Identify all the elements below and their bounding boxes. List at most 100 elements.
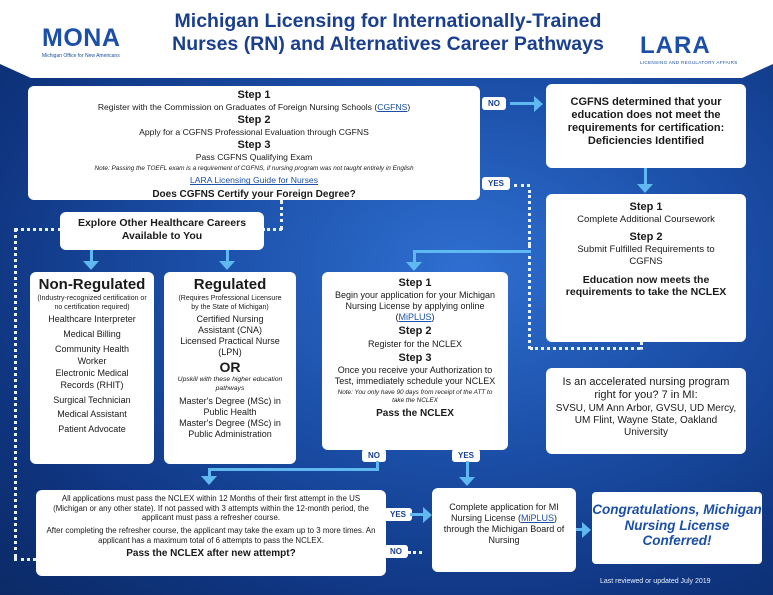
dotted-connector	[14, 228, 62, 231]
nclex-step1-end: )	[431, 312, 435, 323]
list-item: Electronic Medical Records (RHIT)	[55, 367, 129, 390]
lara-logo-subtitle: LICENSING AND REGULATORY AFFAIRS	[640, 60, 738, 65]
arrow-down-icon	[201, 476, 217, 485]
accelerated-schools: SVSU, UM Ann Arbor, GVSU, UD Mercy, UM F…	[555, 403, 737, 439]
congratulations-text: Congratulations, Michigan Nursing Licens…	[592, 502, 762, 549]
nclex-step3-text: Once you receive your Authorization to T…	[334, 365, 496, 387]
cgfns-step1-body: Register with the Commission on Graduate…	[97, 102, 378, 113]
dotted-connector	[530, 347, 640, 350]
non-regulated-subtitle: (Industry-recognized certification or no…	[37, 295, 147, 311]
additional-step2-text: Submit Fulfilled Requirements to CGFNS	[577, 244, 715, 267]
arrow-right-icon	[534, 96, 543, 112]
dotted-connector	[408, 551, 422, 554]
connector-line	[208, 468, 211, 478]
nclex-retake-box: All applications must pass the NCLEX wit…	[36, 490, 386, 576]
regulated-box: Regulated (Requires Professional Licensu…	[164, 272, 296, 464]
yes-label-cgfns: YES	[482, 177, 511, 190]
dotted-connector	[262, 228, 282, 231]
nclex-step1-body: Begin your application for your Michigan…	[334, 290, 496, 323]
miplus-link[interactable]: MiPLUS	[398, 312, 432, 323]
complete-application-box: Complete application for MI Nursing Lice…	[432, 488, 576, 572]
cgfns-link[interactable]: CGFNS	[377, 102, 408, 113]
arrow-down-icon	[406, 262, 422, 271]
dotted-connector	[14, 558, 36, 561]
connector-line	[576, 528, 584, 531]
non-regulated-box: Non-Regulated (Industry-recognized certi…	[30, 272, 154, 464]
additional-result: Education now meets the requirements to …	[565, 273, 727, 299]
no-label-retake: NO	[384, 545, 408, 558]
dotted-connector	[640, 342, 643, 350]
arrow-right-icon	[423, 507, 432, 523]
dotted-connector	[14, 228, 17, 558]
retake-question: Pass the NCLEX after new attempt?	[126, 548, 296, 560]
nclex-step2-label: Step 2	[398, 325, 432, 338]
regulated-heading: Regulated	[193, 276, 267, 293]
dotted-connector	[528, 190, 531, 245]
congratulations-box: Congratulations, Michigan Nursing Licens…	[592, 492, 762, 564]
connector-line	[226, 250, 229, 263]
last-updated-note: Last reviewed or updated July 2019	[600, 578, 711, 585]
arrow-down-icon	[219, 261, 235, 270]
cgfns-step2-text: Apply for a CGFNS Professional Evaluatio…	[139, 127, 369, 138]
connector-line	[644, 168, 647, 186]
lara-guide-link[interactable]: LARA Licensing Guide for Nurses	[189, 175, 319, 186]
nclex-question: Pass the NCLEX	[376, 407, 454, 419]
list-item: Medical Assistant	[57, 409, 127, 420]
retake-text-2: After completing the refresher course, t…	[46, 525, 376, 545]
additional-step1-text: Complete Additional Coursework	[577, 214, 715, 226]
mona-logo: MONA Michigan Office for New Americans	[42, 24, 152, 60]
miplus-link-complete[interactable]: MiPLUS	[521, 512, 555, 523]
explore-text: Explore Other Healthcare Careers Availab…	[77, 217, 247, 242]
regulated-upskill: Upskill with these higher education path…	[177, 376, 283, 392]
cgfns-step1-end: )	[407, 102, 411, 113]
dotted-connector	[514, 184, 530, 187]
cgfns-step2-label: Step 2	[237, 113, 271, 126]
regulated-degree-mpa: Master's Degree (MSc) in Public Administ…	[179, 417, 281, 439]
accelerated-program-box: Is an accelerated nursing program right …	[546, 368, 746, 454]
page-title: Michigan Licensing for Internationally-T…	[172, 10, 604, 55]
mona-logo-text: MONA	[42, 24, 121, 52]
list-item: Healthcare Interpreter	[48, 314, 136, 325]
connector-line	[413, 250, 531, 253]
header-banner	[0, 0, 773, 78]
cgfns-step3-text: Pass CGFNS Qualifying Exam	[195, 152, 313, 163]
connector-line	[466, 461, 469, 479]
arrow-down-icon	[637, 184, 653, 193]
nclex-step3-label: Step 3	[398, 351, 432, 364]
lara-logo-text: LARA	[640, 32, 711, 59]
additional-step1-label: Step 1	[629, 201, 663, 213]
connector-line	[510, 102, 535, 105]
additional-step2-label: Step 2	[629, 230, 663, 243]
cgfns-step3-label: Step 3	[237, 138, 271, 151]
deficiency-box: CGFNS determined that your education doe…	[546, 84, 746, 168]
additional-coursework-box: Step 1 Complete Additional Coursework St…	[546, 194, 746, 342]
list-item: Surgical Technician	[53, 394, 131, 405]
connector-line	[208, 468, 378, 471]
nclex-steps-box: Step 1 Begin your application for your M…	[322, 272, 508, 450]
regulated-subtitle: (Requires Professional Licensure by the …	[178, 295, 282, 311]
yes-label-retake: YES	[384, 508, 413, 521]
cgfns-question: Does CGFNS Certify your Foreign Degree?	[152, 188, 356, 200]
no-label-nclex: NO	[362, 449, 386, 462]
dotted-connector	[280, 200, 283, 230]
cgfns-note: Note: Passing the TOEFL exam is a requir…	[94, 164, 414, 172]
connector-line	[413, 250, 416, 264]
cgfns-step1-label: Step 1	[237, 89, 271, 101]
deficiency-text: CGFNS determined that your education doe…	[567, 96, 725, 147]
regulated-degree-mph: Master's Degree (MSc) in Public Health	[179, 395, 281, 417]
connector-line	[376, 461, 379, 471]
arrow-down-icon	[83, 261, 99, 270]
regulated-item-lpn: Licensed Practical Nurse (LPN)	[180, 336, 280, 358]
retake-text-1: All applications must pass the NCLEX wit…	[53, 494, 369, 523]
non-regulated-list: Healthcare Interpreter Medical Billing C…	[30, 314, 154, 436]
nclex-note: Note: You only have 90 days from receipt…	[337, 389, 493, 404]
nclex-step2-text: Register for the NCLEX	[367, 338, 463, 349]
lara-logo: LARA LICENSING AND REGULATORY AFFAIRS	[640, 32, 740, 66]
complete-text-a: Complete application for MI Nursing Lice…	[449, 502, 559, 523]
cgfns-step1-text: Register with the Commission on Graduate…	[28, 102, 480, 112]
dotted-connector	[528, 245, 531, 349]
list-item: Patient Advocate	[58, 424, 126, 435]
nclex-step1-label: Step 1	[398, 277, 432, 289]
explore-careers-box: Explore Other Healthcare Careers Availab…	[60, 212, 264, 250]
nclex-step1-text: Begin your application for your Michigan…	[332, 290, 498, 323]
